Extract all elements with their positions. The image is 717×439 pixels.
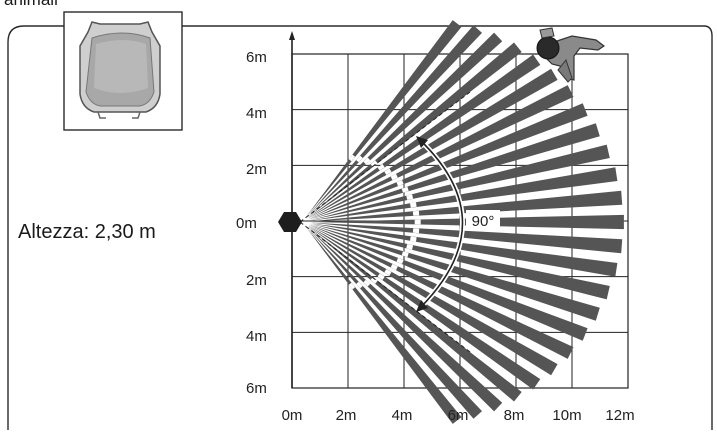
detection-beam bbox=[309, 85, 574, 219]
beam-segment-gap bbox=[370, 277, 378, 284]
detection-beam bbox=[308, 227, 522, 402]
y-tick-4m-bottom: 4m bbox=[246, 328, 267, 345]
beam-segment-gap bbox=[356, 155, 363, 163]
beam-segment-gap bbox=[390, 263, 398, 271]
angle-line-upper bbox=[299, 91, 471, 223]
height-label: Altezza: 2,30 m bbox=[18, 221, 156, 243]
y-tick-2m-bottom: 2m bbox=[246, 272, 267, 289]
beam-segment-gap bbox=[406, 244, 414, 250]
detection-beam bbox=[306, 228, 462, 424]
beam-segment-gap bbox=[412, 210, 420, 216]
y-axis-arrowhead bbox=[289, 31, 295, 40]
y-tick-6m-bottom: 6m bbox=[246, 380, 267, 397]
detection-beam bbox=[309, 224, 600, 321]
x-tick-0m: 0m bbox=[282, 407, 303, 424]
x-tick-10m: 10m bbox=[552, 407, 581, 424]
beam-segment-gap bbox=[370, 160, 378, 167]
beam-segment-gap bbox=[348, 282, 356, 290]
beam-segment-gap bbox=[384, 168, 392, 175]
detection-beam bbox=[309, 123, 600, 220]
diagram-frame bbox=[7, 25, 713, 430]
detection-beam bbox=[307, 227, 482, 419]
beam-segment-gap bbox=[384, 269, 392, 276]
heading-fragment: animali bbox=[4, 0, 58, 10]
beam-segment-gap bbox=[410, 236, 417, 242]
angle-arc-line bbox=[419, 139, 464, 309]
detection-beam bbox=[307, 227, 503, 412]
x-tick-6m: 6m bbox=[448, 407, 469, 424]
detection-beam bbox=[309, 224, 588, 341]
beam-segment-gap bbox=[396, 180, 404, 187]
y-tick-6m-top: 6m bbox=[246, 49, 267, 66]
beam-segment-gap bbox=[356, 281, 363, 289]
beam-segment-gap bbox=[412, 228, 420, 234]
detection-beam bbox=[309, 223, 618, 277]
beam-segment-gap bbox=[396, 257, 404, 264]
detection-beam bbox=[310, 190, 623, 222]
detection-beam bbox=[309, 167, 618, 221]
detection-beam bbox=[310, 222, 623, 254]
walking-person-icon bbox=[536, 27, 606, 83]
angle-line-lower bbox=[299, 221, 471, 353]
x-tick-12m: 12m bbox=[605, 407, 634, 424]
beam-segment-gap bbox=[406, 194, 414, 200]
angle-label-box bbox=[466, 210, 500, 230]
detection-beam bbox=[309, 144, 610, 221]
detection-beam bbox=[308, 42, 522, 217]
beam-segment-gap bbox=[363, 157, 371, 165]
angle-arrow-bottom bbox=[416, 300, 428, 312]
detection-beam bbox=[309, 225, 574, 359]
detection-beam bbox=[308, 54, 541, 218]
x-tick-4m: 4m bbox=[392, 407, 413, 424]
sensor-hexagon-icon bbox=[278, 212, 302, 232]
beam-segment-gap bbox=[348, 154, 356, 162]
motion-sensor-icon bbox=[79, 21, 161, 119]
beam-segment-gap bbox=[414, 219, 421, 225]
detection-beam bbox=[309, 103, 588, 220]
beam-segment-gap bbox=[377, 164, 385, 171]
detection-beam bbox=[309, 223, 610, 300]
beam-segment-gap bbox=[410, 202, 417, 208]
beam-segment-gap bbox=[401, 186, 409, 193]
beam-segment-gap bbox=[390, 173, 398, 181]
angle-arrow-top bbox=[416, 136, 428, 148]
y-tick-2m-top: 2m bbox=[246, 161, 267, 178]
beam-segment-gap bbox=[377, 273, 385, 280]
beam-segment-gap bbox=[363, 279, 371, 287]
beam-segment-gap bbox=[401, 251, 409, 258]
x-tick-2m: 2m bbox=[336, 407, 357, 424]
angle-label: 90° bbox=[472, 213, 495, 230]
detection-beam bbox=[307, 32, 503, 217]
detection-beam bbox=[307, 25, 482, 217]
detection-beam bbox=[308, 68, 558, 218]
x-tick-8m: 8m bbox=[504, 407, 525, 424]
y-tick-4m-top: 4m bbox=[246, 105, 267, 122]
detection-beams bbox=[306, 20, 624, 424]
detection-beam bbox=[306, 20, 462, 216]
y-tick-0m: 0m bbox=[236, 215, 257, 232]
detection-beam bbox=[308, 226, 558, 376]
